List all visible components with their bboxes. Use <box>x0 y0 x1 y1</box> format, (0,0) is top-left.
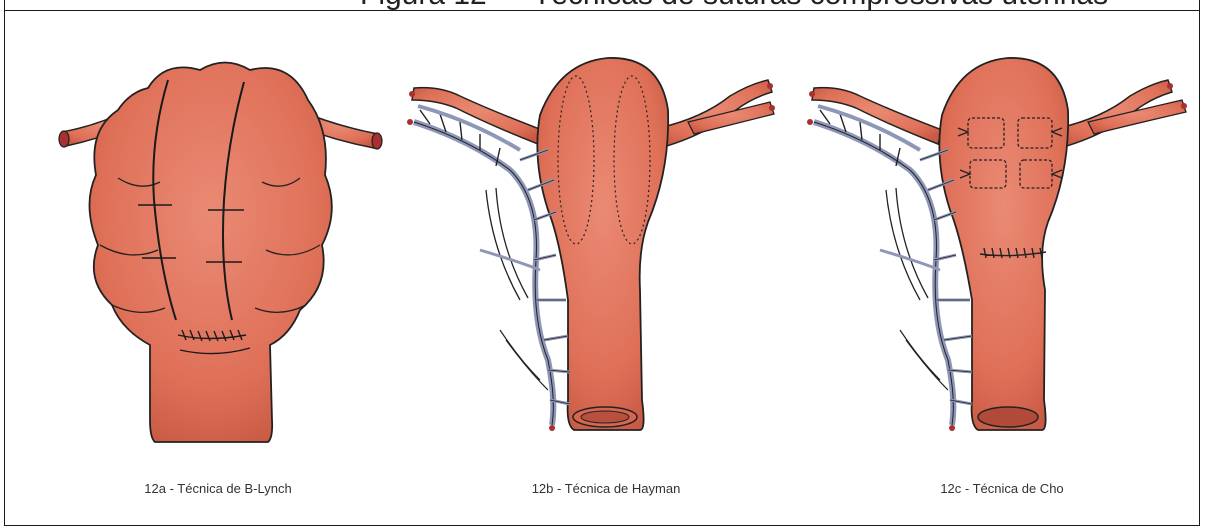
caption-12c: 12c - Técnica de Cho <box>940 481 1063 496</box>
left-tube-end <box>59 131 69 147</box>
uterine-artery <box>414 122 553 425</box>
uterus-body <box>939 58 1068 430</box>
caption-12a: 12a - Técnica de B-Lynch <box>144 481 291 496</box>
uterus-body <box>89 63 331 443</box>
caption-12b: 12b - Técnica de Hayman <box>532 481 681 496</box>
panel-hayman-illustration <box>407 58 775 431</box>
cervix-opening <box>978 407 1038 427</box>
panel-b-lynch-illustration <box>59 63 382 443</box>
uterine-artery <box>814 122 953 425</box>
uterus-body <box>537 58 668 430</box>
right-tube-end <box>372 133 382 149</box>
panel-cho-illustration <box>807 58 1187 431</box>
